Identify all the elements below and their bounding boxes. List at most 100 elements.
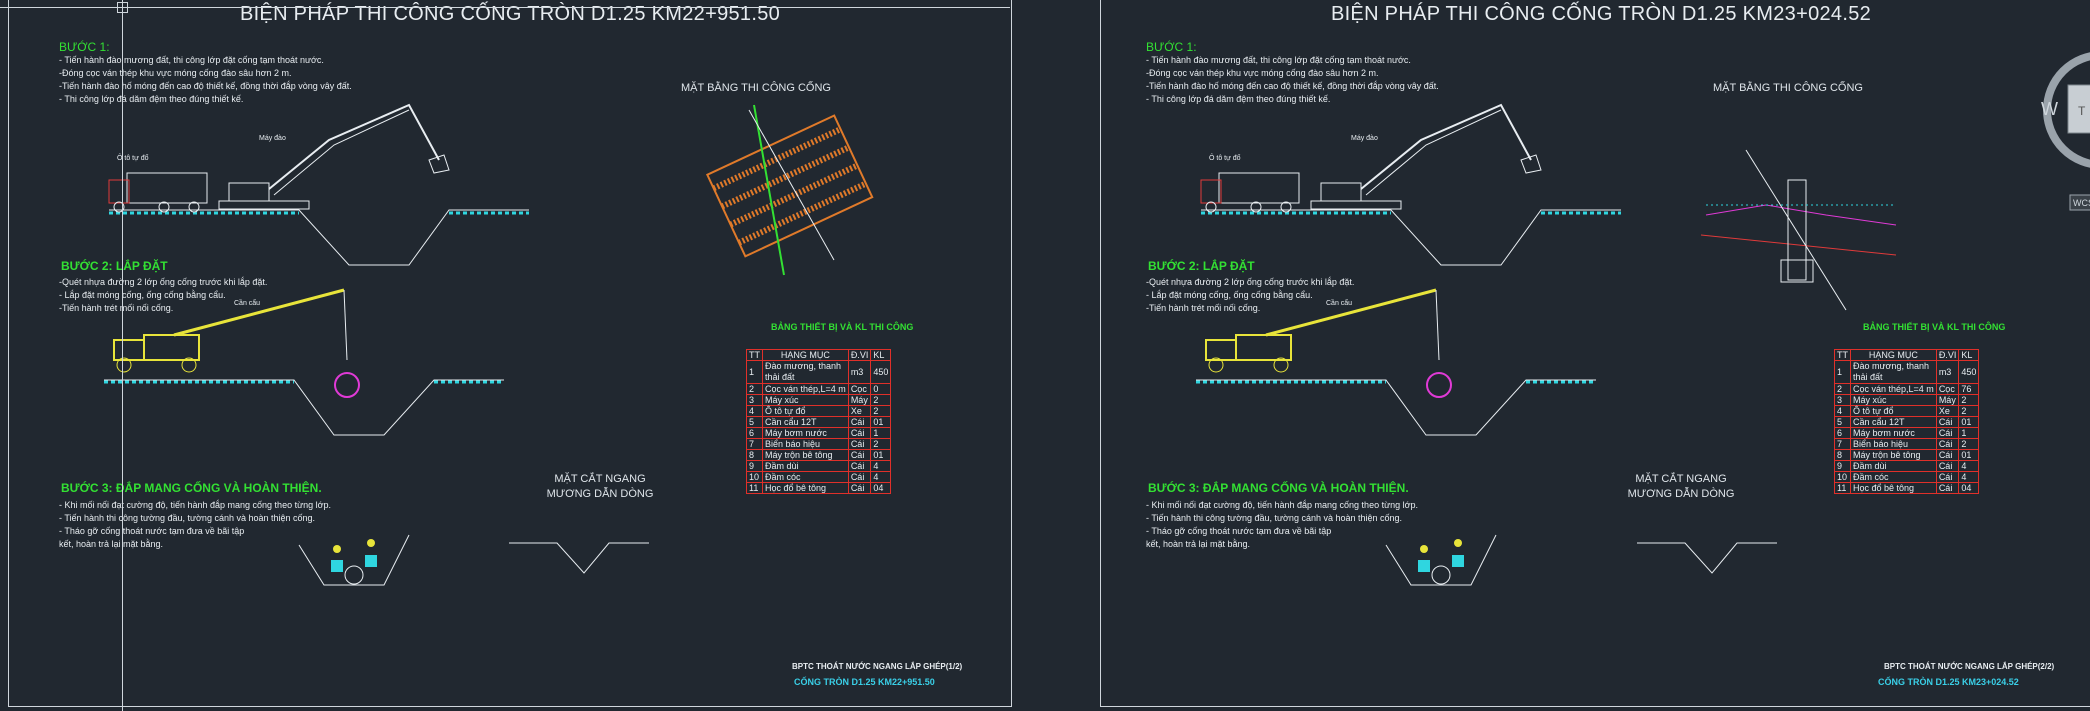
- table-title: BẢNG THIẾT BỊ VÀ KL THI CÔNG: [1863, 322, 2006, 332]
- cell: Học đổ bê tông: [1850, 482, 1937, 494]
- viewcube-face[interactable]: [2067, 84, 2090, 134]
- cell: 3: [746, 394, 763, 406]
- step1-line: -Tiến hành đào hố móng đến cao độ thiết …: [1146, 81, 1439, 91]
- table-header-row: TT HẠNG MỤC Đ.VI KL: [746, 349, 892, 361]
- step3-line: - Khi mối nối đạt cường độ, tiến hành đắ…: [59, 500, 332, 510]
- cell: Đào mương, thanh thải đất: [762, 360, 849, 384]
- cell: Máy bơm nước: [1850, 427, 1937, 439]
- step3-line: kết, hoàn trả lại mặt bằng.: [59, 539, 164, 549]
- cell: Cái: [847, 416, 872, 428]
- section-title-line: MƯƠNG DẪN DÒNG: [1627, 488, 1735, 500]
- step3-line: - Tiến hành thi công tường đầu, tường cá…: [59, 513, 316, 523]
- cell: Cái: [1935, 460, 1960, 472]
- cell: Cái: [847, 438, 872, 450]
- cell: Cái: [1935, 449, 1960, 461]
- viewcube-compass[interactable]: W T WCS: [2040, 40, 2090, 220]
- cell: Ô tô tự đổ: [762, 405, 849, 417]
- cell: 2: [1958, 394, 1980, 406]
- wcs-menu-button[interactable]: [2069, 194, 2090, 211]
- plan-view-drawing: [1700, 149, 1897, 311]
- step3-heading: BƯỚC 3: ĐẮP MANG CỐNG VÀ HOÀN THIỆN.: [1148, 481, 1409, 495]
- cell: Cần cẩu 12T: [1850, 416, 1937, 428]
- cell: 76: [1958, 383, 1980, 395]
- cell: 1: [746, 360, 763, 384]
- cell: 10: [1834, 471, 1851, 483]
- step1-line: - Thi công lớp đá dăm đệm theo đúng thiế…: [1146, 94, 1331, 104]
- step1-line: -Tiến hành đào hố móng đến cao độ thiết …: [59, 81, 352, 91]
- step2-notes: -Quét nhựa đường 2 lớp ống cống trước kh…: [59, 276, 267, 315]
- drawing-sheet-1: BIỆN PHÁP THI CÔNG CỐNG TRÒN D1.25 KM22+…: [8, 0, 1012, 707]
- cell: 0: [870, 383, 892, 395]
- cell: 2: [1958, 438, 1980, 450]
- compass-ring[interactable]: [2043, 52, 2090, 168]
- cell: 6: [1834, 427, 1851, 439]
- plan-title: MẶT BẰNG THI CÔNG CỐNG: [681, 82, 831, 94]
- excavator-label: Máy đào: [259, 135, 286, 142]
- step1-heading: BƯỚC 1:: [1146, 40, 1197, 54]
- step2-line: -Quét nhựa đường 2 lớp ống cống trước kh…: [59, 277, 268, 287]
- cell: Cần cẩu 12T: [762, 416, 849, 428]
- cell: 2: [1958, 405, 1980, 417]
- cell: 450: [1958, 360, 1980, 384]
- cell: 1: [870, 427, 892, 439]
- step2-line: - Lắp đặt móng cống, ống cống bằng cẩu.: [1146, 290, 1313, 300]
- cell: 1: [1958, 427, 1980, 439]
- step2-line: -Tiến hành trét mối nối cống.: [59, 303, 174, 313]
- cell: Cọc: [1935, 383, 1960, 395]
- cell: Cái: [1935, 438, 1960, 450]
- step1-line: - Thi công lớp đá dăm đệm theo đúng thiế…: [59, 94, 244, 104]
- cell: 11: [746, 482, 763, 494]
- header-cell: TT: [746, 349, 763, 361]
- cell: 2: [746, 383, 763, 395]
- cell: Học đổ bê tông: [762, 482, 849, 494]
- step2-line: -Tiến hành trét mối nối cống.: [1146, 303, 1261, 313]
- cell: Cái: [1935, 416, 1960, 428]
- section-drawing: [509, 542, 649, 574]
- step1-line: - Tiến hành đào mương đất, thi công lớp …: [59, 55, 324, 65]
- cell: 6: [746, 427, 763, 439]
- wcs-label[interactable]: WCS: [2073, 198, 2090, 208]
- step1-heading: BƯỚC 1:: [59, 40, 110, 54]
- step3-line: - Khi mối nối đạt cường độ, tiến hành đắ…: [1146, 500, 1419, 510]
- footer-subtitle: CỐNG TRÒN D1.25 KM22+951.50: [794, 677, 935, 687]
- cell: 4: [870, 460, 892, 472]
- section-title-line: MẶT CẮT NGANG: [554, 473, 646, 485]
- footer-title: BPTC THOÁT NƯỚC NGANG LẮP GHÉP(2/2): [1884, 662, 2055, 671]
- cell: 8: [746, 449, 763, 461]
- cell: 1: [1834, 360, 1851, 384]
- plan-title: MẶT BẰNG THI CÔNG CỐNG: [1713, 82, 1863, 94]
- step2-line: -Quét nhựa đường 2 lớp ống cống trước kh…: [1146, 277, 1355, 287]
- cell: 01: [870, 449, 892, 461]
- section-title: MẶT CẮT NGANG MƯƠNG DẪN DÒNG: [1626, 472, 1736, 502]
- compass-west-label[interactable]: W: [2041, 99, 2058, 119]
- step3-backfill-drawing: [298, 534, 410, 586]
- step2-crane-drawing: Cần cẩu: [104, 288, 504, 436]
- cell: 5: [1834, 416, 1851, 428]
- cell: 4: [746, 405, 763, 417]
- cell: 11: [1834, 482, 1851, 494]
- viewcube-top-label[interactable]: T: [2078, 104, 2086, 118]
- cell: Cái: [1935, 427, 1960, 439]
- cell: Cái: [847, 460, 872, 472]
- step1-line: - Tiến hành đào mương đất, thi công lớp …: [1146, 55, 1411, 65]
- cell: 7: [1834, 438, 1851, 450]
- cell: Máy xúc: [762, 394, 849, 406]
- cell: m3: [1935, 360, 1960, 384]
- cell: Cọc ván thép,L=4 m: [762, 383, 849, 395]
- step3-backfill-drawing: [1385, 534, 1497, 586]
- header-cell: HẠNG MỤC: [762, 349, 849, 361]
- footer-title: BPTC THOÁT NƯỚC NGANG LẮP GHÉP(1/2): [792, 662, 963, 671]
- cell: 2: [870, 394, 892, 406]
- step3-line: - Tiến hành thi công tường đầu, tường cá…: [1146, 513, 1403, 523]
- excavator-label: Máy đào: [1351, 135, 1378, 142]
- cell: 4: [870, 471, 892, 483]
- step1-excavation-drawing: Ô tô tự đổ Máy đào: [1200, 103, 1621, 266]
